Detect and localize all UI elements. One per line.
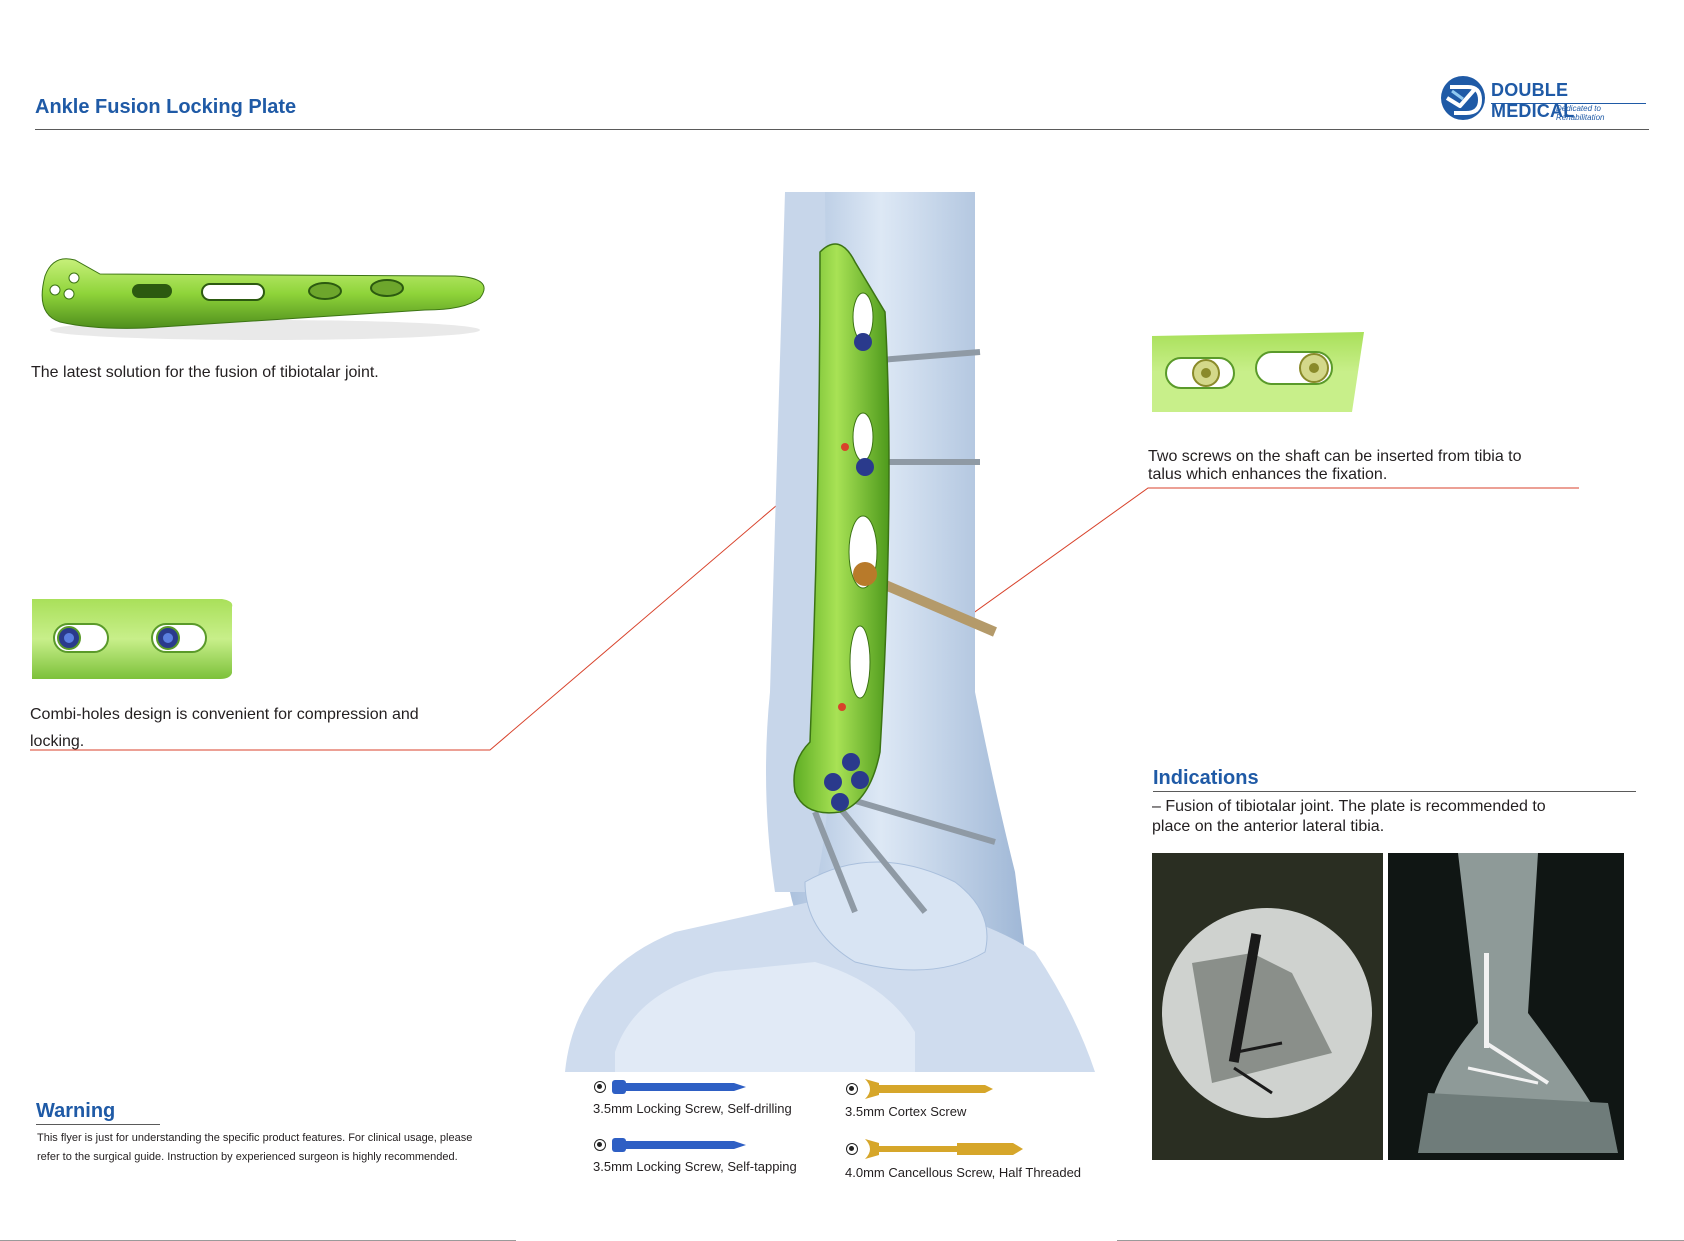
brand-underline [1491,103,1646,104]
warning-text-line2: refer to the surgical guide. Instruction… [37,1151,458,1163]
circle-bullet-icon [846,1143,858,1155]
locking-screw-self-tapping-icon [612,1138,746,1152]
indications-text-line1: – Fusion of tibiotalar joint. The plate … [1152,798,1546,815]
combi-holes-text-line2: locking. [30,733,85,750]
brand-name: DOUBLE MEDICAL [1491,80,1575,121]
combi-holes-text-line1: Combi-holes design is convenient for com… [30,706,419,723]
screw-label-2: 3.5mm Locking Screw, Self-tapping [593,1159,797,1174]
combi-holes-detail [32,599,233,679]
locking-screw-self-drilling-icon [612,1080,746,1094]
warning-text: This flyer is just for understanding the… [37,1129,472,1167]
screw-label-1: 3.5mm Locking Screw, Self-drilling [593,1101,792,1116]
solution-text: The latest solution for the fusion of ti… [31,364,379,381]
screw-legend: 3.5mm Locking Screw, Self-drilling 3.5mm… [590,1077,1150,1187]
header-divider [35,129,1649,130]
shaft-screws-text: Two screws on the shaft can be inserted … [1148,448,1522,484]
xray-image-lateral [1388,853,1624,1160]
double-medical-logo-icon [1441,76,1485,120]
combi-holes-text: Combi-holes design is convenient for com… [30,701,419,755]
page-title: Ankle Fusion Locking Plate [35,96,297,118]
cortex-screw-icon [865,1079,993,1099]
circle-bullet-icon [594,1139,606,1151]
screw-label-4: 4.0mm Cancellous Screw, Half Threaded [845,1165,1082,1180]
indications-heading: Indications [1153,767,1259,789]
indications-divider [1153,791,1636,792]
warning-text-line1: This flyer is just for understanding the… [37,1132,473,1144]
brand-block: DOUBLE MEDICAL Dedicated to Rehabilitati… [1438,73,1648,123]
indications-text-line2: place on the anterior lateral tibia. [1152,818,1385,835]
shaft-screws-text-line1: Two screws on the shaft can be inserted … [1148,448,1522,465]
xray-image-fluoroscopy [1152,853,1383,1160]
screw-label-3: 3.5mm Cortex Screw [845,1104,967,1119]
ankle-illustration [565,192,1095,1072]
circle-bullet-icon [594,1081,606,1093]
plate-photo [41,258,485,340]
brand-tagline: Dedicated to Rehabilitation [1556,104,1605,122]
warning-heading: Warning [36,1100,116,1122]
shaft-screws-detail [1152,332,1364,412]
circle-bullet-icon [846,1083,858,1095]
shaft-screws-text-line2: talus which enhances the fixation. [1148,466,1388,483]
cancellous-screw-icon [865,1139,1023,1159]
indications-text: – Fusion of tibiotalar joint. The plate … [1152,797,1546,837]
warning-divider [36,1124,160,1125]
